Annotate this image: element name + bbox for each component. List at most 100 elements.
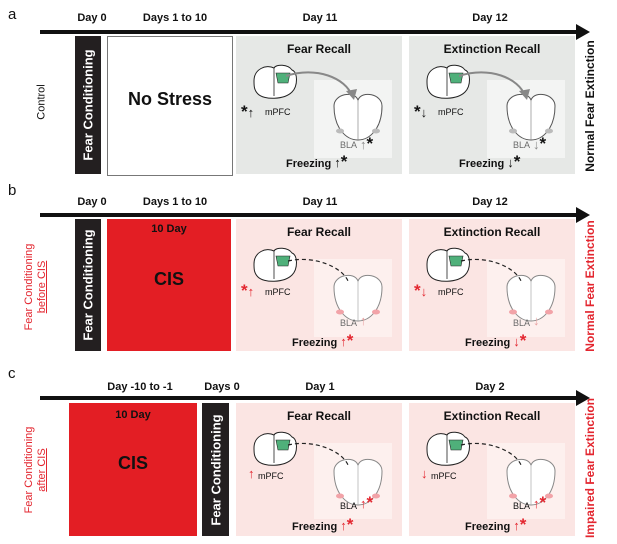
bla-change: ↑ — [360, 313, 367, 328]
treatment-label: CIS — [153, 269, 184, 289]
timeline-label: Day 1 — [305, 381, 335, 393]
cis-duration: 10 Day — [151, 223, 187, 235]
timeline-label: Day -10 to -1 — [107, 381, 173, 393]
side-label: Control — [35, 84, 48, 120]
timeline-label: Day 12 — [472, 12, 508, 24]
conditioning-bar: Fear Conditioning — [75, 219, 101, 351]
mpfc-label: mPFC — [258, 471, 284, 481]
bla-change: ↑* — [533, 493, 547, 512]
timeline-label: Days 1 to 10 — [142, 12, 208, 24]
panel-letter: b — [8, 182, 17, 199]
conditioning-bar: Fear Conditioning — [75, 36, 101, 174]
timeline-arrow — [40, 396, 580, 400]
coronal-brain-icon — [506, 274, 556, 322]
mpfc-change: *↑ — [241, 281, 255, 300]
mpfc-label: mPFC — [438, 107, 464, 117]
timeline-label: Day 0 — [77, 196, 107, 208]
projection-line — [287, 442, 349, 466]
sagittal-brain-icon — [253, 247, 297, 282]
box-title: Fear Recall — [286, 409, 352, 423]
cis-box: 10 Day CIS — [69, 403, 197, 536]
timeline-label: Day 2 — [475, 381, 505, 393]
bla-change: ↑* — [360, 493, 374, 512]
panel-letter: c — [8, 365, 16, 382]
box-title: Extinction Recall — [443, 225, 541, 239]
freezing-label: Freezing ↑* — [292, 515, 354, 534]
timeline-label: Day 12 — [472, 196, 508, 208]
treatment-label: CIS — [117, 453, 148, 473]
conditioning-bar: Fear Conditioning — [202, 403, 229, 536]
brain-diagram — [253, 431, 383, 506]
fear-recall-box: Fear Recall ↑ mPFC BLA ↑* Freezing ↑* — [236, 403, 402, 536]
coronal-brain-icon — [333, 93, 383, 141]
freezing-label: Freezing ↑* — [292, 331, 354, 350]
extinction-recall-box: Extinction Recall ↓ mPFC BLA ↑* Freezing… — [409, 403, 575, 536]
outcome-label: Normal Fear Extinction — [583, 220, 597, 352]
projection-line — [287, 258, 349, 282]
box-title: Fear Recall — [286, 42, 352, 56]
bla-change: ↓* — [533, 134, 547, 153]
mpfc-change: ↑ — [248, 466, 255, 481]
bla-label: BLA — [513, 501, 531, 511]
brain-diagram — [426, 247, 556, 322]
bla-label: BLA — [513, 140, 531, 150]
fear-recall-box: Fear Recall *↑ mPFC BLA ↑* Freezing ↑* — [236, 36, 402, 174]
coronal-brain-icon — [333, 458, 383, 506]
projection-line — [460, 258, 522, 282]
timeline-arrow — [40, 30, 580, 34]
timeline-arrowhead — [576, 390, 590, 406]
brain-diagram — [253, 247, 383, 322]
box-title: Fear Recall — [286, 225, 352, 239]
mpfc-label: mPFC — [265, 107, 291, 117]
freezing-label: Freezing ↑* — [286, 152, 348, 171]
mpfc-change: *↓ — [414, 281, 428, 300]
brain-diagram — [253, 64, 383, 141]
extinction-recall-box: Extinction Recall *↓ mPFC BLA ↓ Freezing… — [409, 219, 575, 351]
timeline-arrow — [40, 213, 580, 217]
timeline-label: Days 0 — [204, 381, 240, 393]
timeline-label: Day 0 — [77, 12, 107, 24]
outcome-label: Normal Fear Extinction — [583, 40, 597, 172]
mpfc-change: *↓ — [414, 102, 428, 121]
coronal-brain-icon — [333, 274, 383, 322]
bla-label: BLA — [340, 501, 358, 511]
projection-line — [460, 442, 522, 466]
brain-diagram — [426, 64, 556, 141]
sagittal-brain-icon — [426, 64, 470, 99]
bla-change: ↓ — [533, 313, 540, 328]
box-title: Extinction Recall — [443, 42, 541, 56]
brain-diagram — [426, 431, 556, 506]
bla-label: BLA — [340, 140, 358, 150]
timeline-label: Day 11 — [302, 12, 338, 24]
mpfc-change: *↑ — [241, 102, 255, 121]
mpfc-label: mPFC — [265, 287, 291, 297]
extinction-recall-box: Extinction Recall *↓ mPFC BLA ↓* Freezin… — [409, 36, 575, 174]
mpfc-label: mPFC — [431, 471, 457, 481]
freezing-label: Freezing ↓* — [459, 152, 521, 171]
cis-duration: 10 Day — [115, 409, 151, 421]
treatment-label: No Stress — [127, 89, 213, 109]
timeline-label: Day 11 — [302, 196, 338, 208]
freezing-label: Freezing ↓* — [465, 331, 527, 350]
coronal-brain-icon — [506, 93, 556, 141]
sagittal-brain-icon — [253, 431, 297, 466]
sagittal-brain-icon — [426, 247, 470, 282]
sagittal-brain-icon — [426, 431, 470, 466]
coronal-brain-icon — [506, 458, 556, 506]
sagittal-brain-icon — [253, 64, 297, 99]
fear-recall-box: Fear Recall *↑ mPFC BLA ↑ Freezing ↑* — [236, 219, 402, 351]
box-title: Extinction Recall — [443, 409, 541, 423]
timeline-arrowhead — [576, 24, 590, 40]
bla-label: BLA — [340, 318, 358, 328]
outcome-label: Impaired Fear Extinction — [583, 397, 597, 539]
timeline-arrowhead — [576, 207, 590, 223]
panel-letter: a — [8, 6, 17, 23]
freezing-label: Freezing ↑* — [465, 515, 527, 534]
mpfc-change: ↓ — [421, 466, 428, 481]
bla-change: ↑* — [360, 134, 374, 153]
cis-box: 10 Day CIS — [107, 219, 231, 351]
timeline-label: Days 1 to 10 — [142, 196, 208, 208]
bla-label: BLA — [513, 318, 531, 328]
